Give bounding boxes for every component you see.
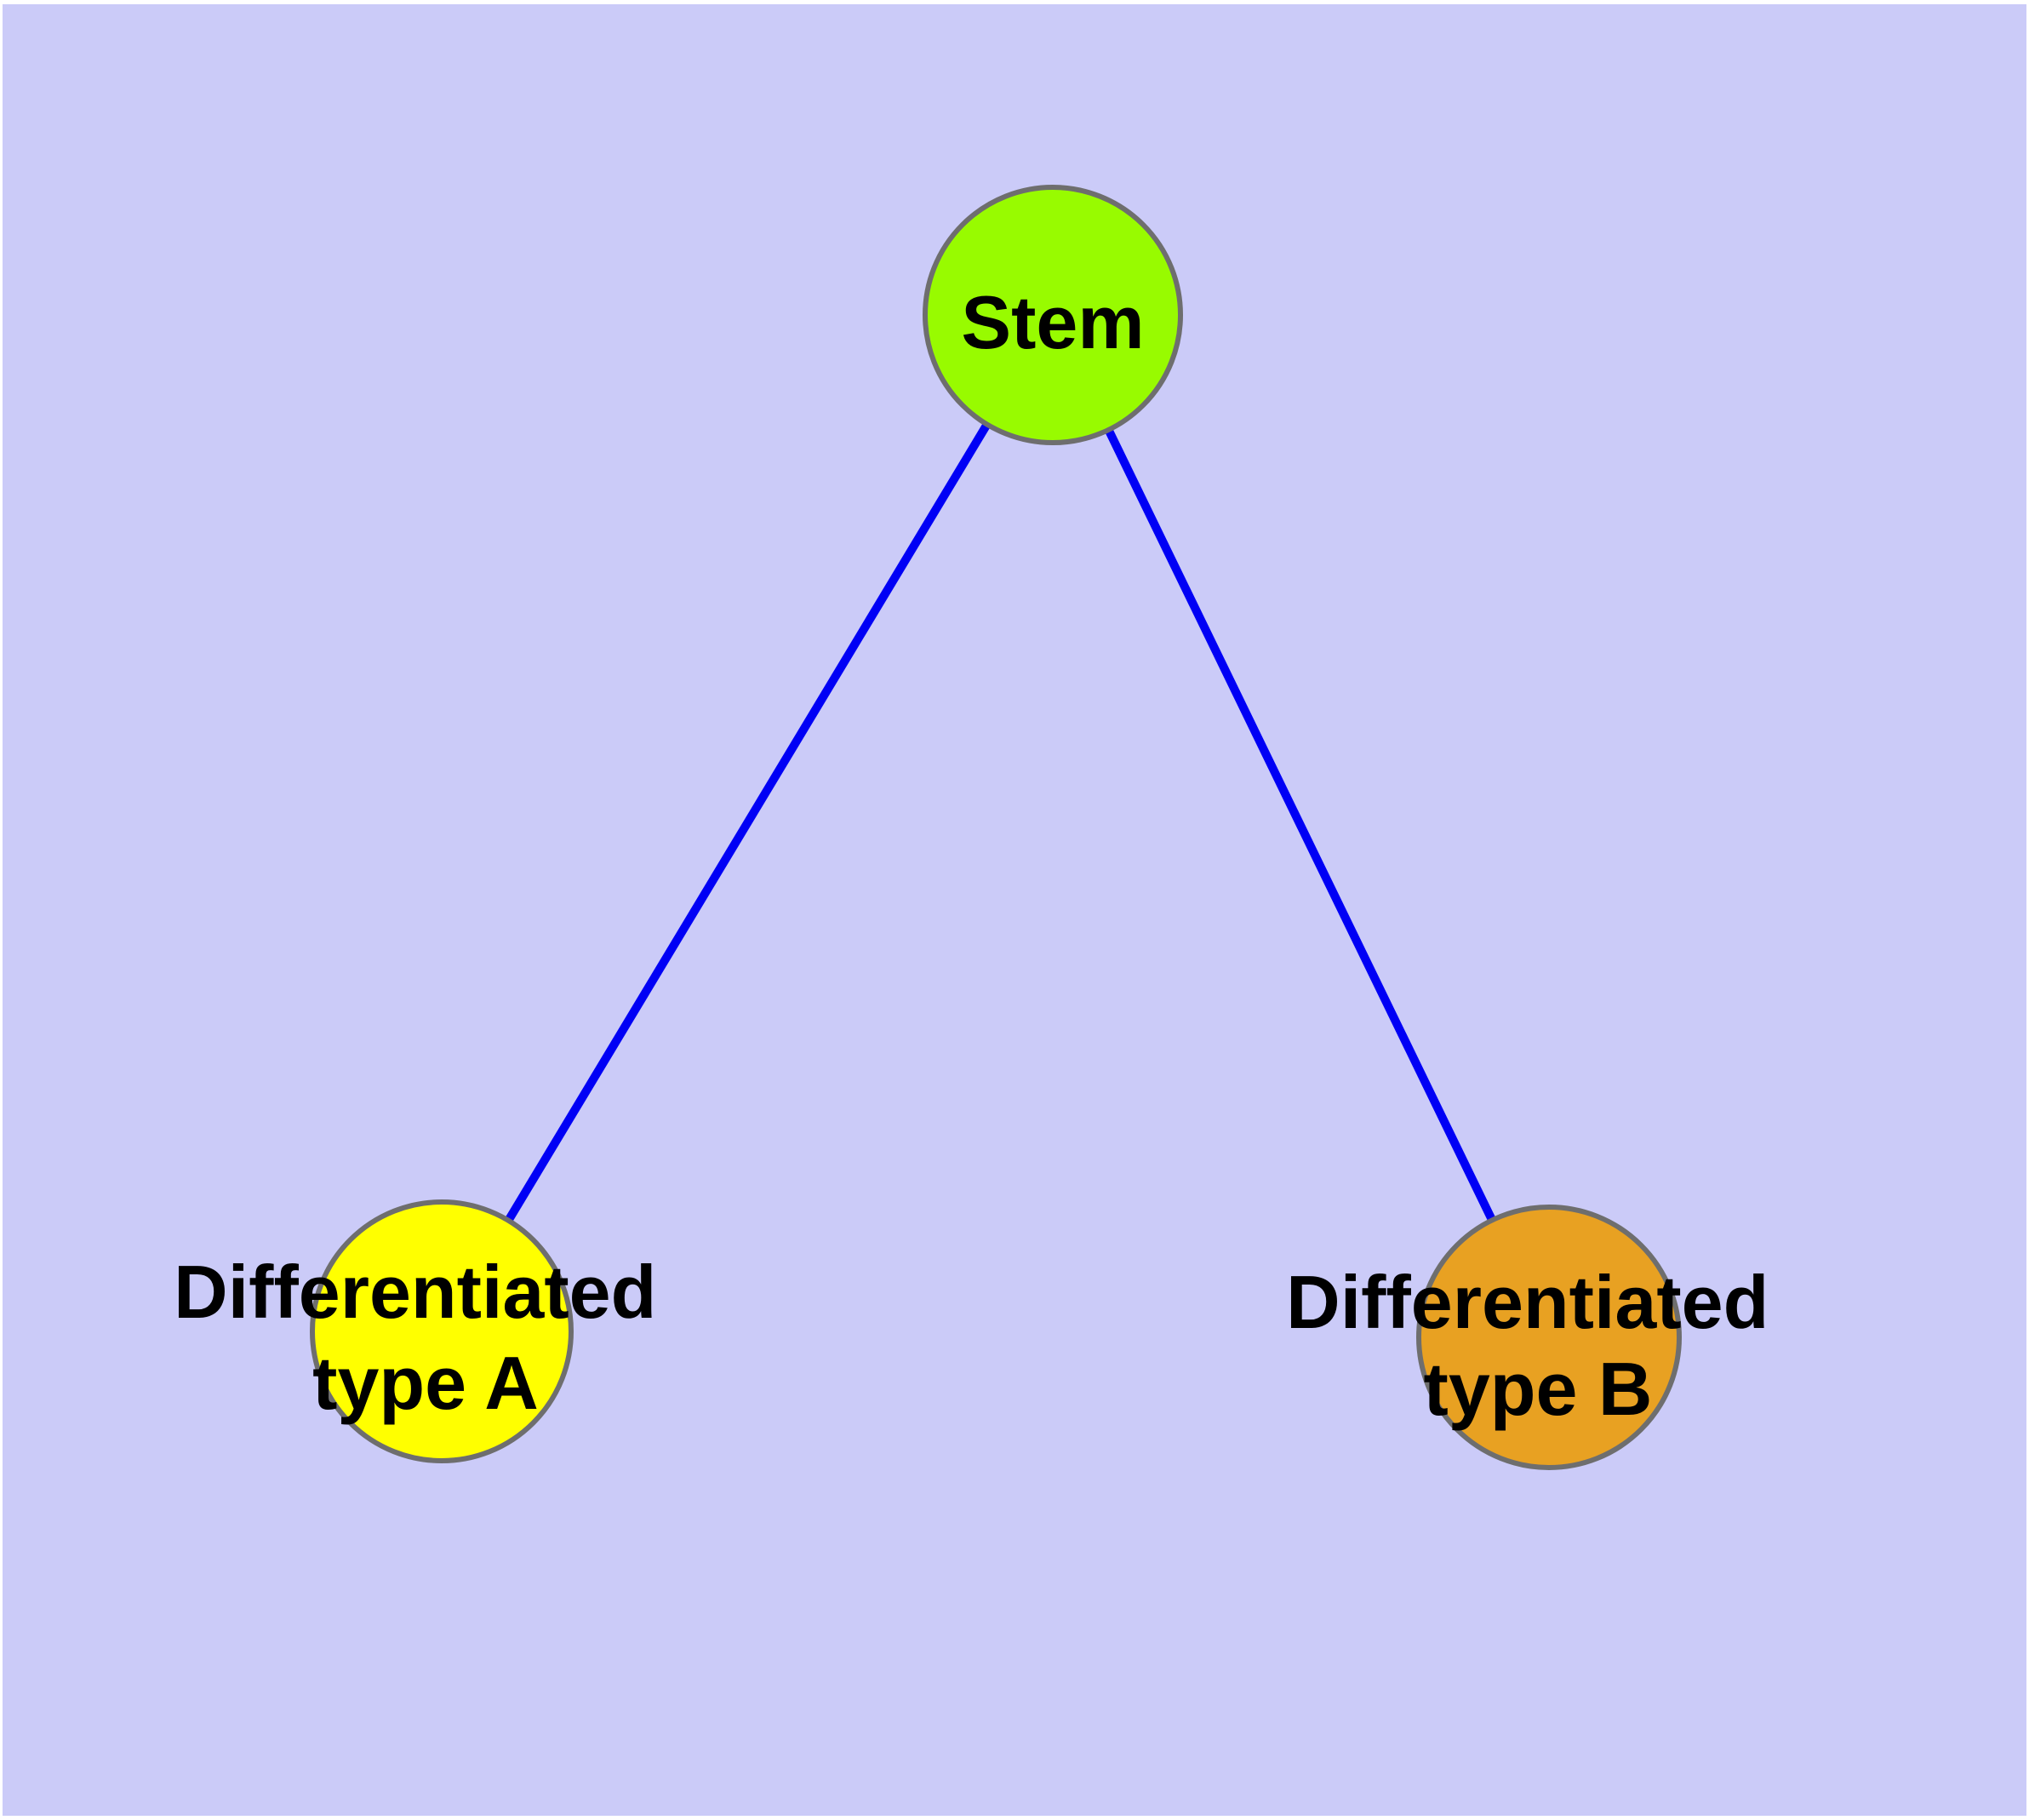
node-differentiated-type-a-label: Differentiated type A	[174, 1250, 677, 1425]
node-differentiated-type-b-label-line1: Differentiated	[1286, 1260, 1769, 1344]
node-differentiated-type-b-label: Differentiated type B	[1286, 1260, 1790, 1431]
node-stem	[923, 185, 1183, 445]
node-differentiated-type-b-label-line2: type B	[1424, 1347, 1653, 1431]
node-differentiated-type-a-label-line2: type A	[312, 1341, 539, 1425]
node-differentiated-type-a-label-line1: Differentiated	[174, 1250, 656, 1334]
node-differentiated-type-a	[310, 1199, 574, 1463]
edge-stem-to-type-b	[1049, 312, 1553, 1340]
node-stem-label-line: Stem	[961, 280, 1144, 364]
node-stem-label: Stem	[961, 280, 1144, 364]
node-differentiated-type-b	[1416, 1205, 1682, 1470]
edge-stem-to-type-a	[437, 312, 1057, 1334]
